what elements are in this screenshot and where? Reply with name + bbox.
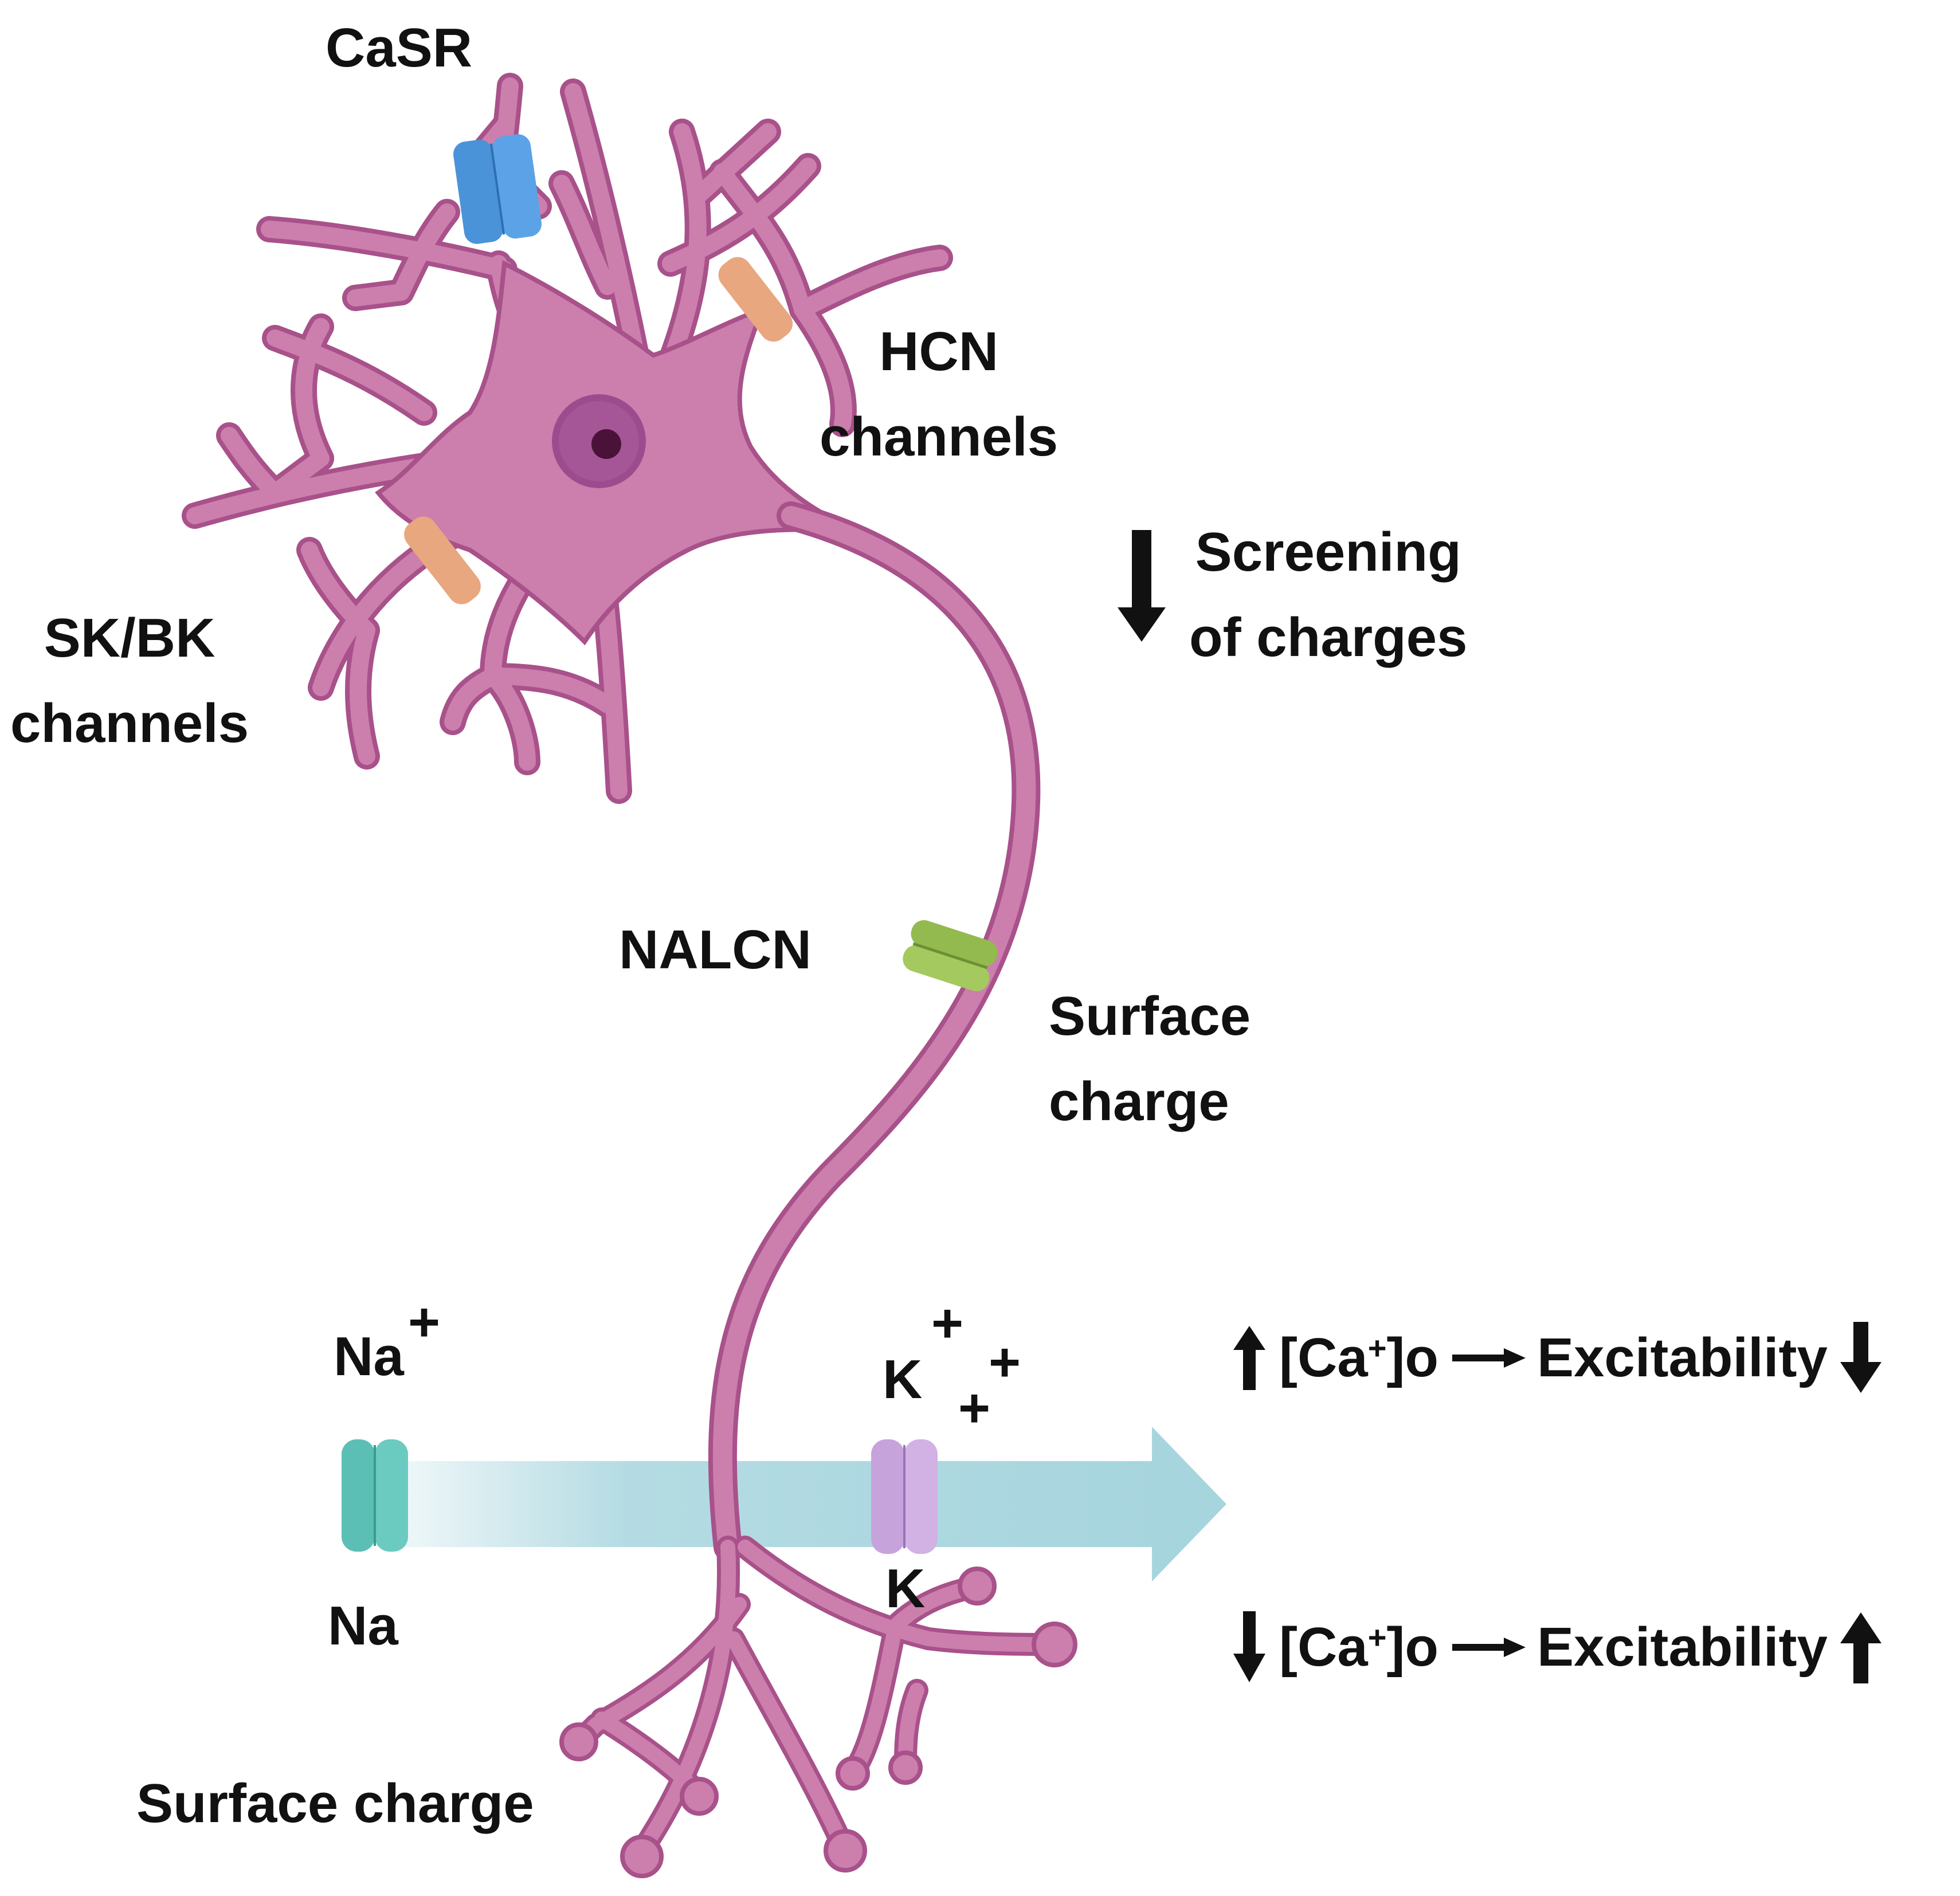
calcium-sup: + [1367, 1329, 1387, 1366]
surface-charge-bottom-label: Surface charge [136, 1773, 534, 1834]
na-top-label: Na [334, 1326, 404, 1387]
down-arrow-icon [1840, 1322, 1881, 1393]
equation-low-calcium: [Ca + ]o Excitability [1232, 1610, 1884, 1685]
na-plus-label: + [408, 1292, 441, 1353]
na-bottom-label: Na [328, 1595, 398, 1656]
nucleus [552, 394, 646, 488]
excitability-label: Excitability [1537, 1616, 1828, 1678]
screening-label: Screening of charges [1189, 521, 1468, 668]
k-channel [871, 1439, 938, 1554]
calcium-term-end: ]o [1386, 1616, 1438, 1678]
right-arrow-icon [1452, 1348, 1526, 1368]
surface-charge-mid-label: Surface charge [1049, 986, 1251, 1132]
hcn-label: HCN channels [820, 321, 1059, 468]
screening-down-arrow [1118, 530, 1166, 642]
skbk-label: SK/BK channels [10, 607, 249, 754]
k-plus-3: + [958, 1377, 991, 1439]
k-plus-2: + [989, 1332, 1021, 1393]
calcium-term-end: ]o [1386, 1327, 1438, 1388]
skbk-channel [404, 516, 481, 604]
nalcn-label: NALCN [619, 919, 812, 980]
k-bottom-label: K [885, 1558, 926, 1619]
right-arrow-icon [1452, 1638, 1526, 1657]
calcium-term: [Ca [1279, 1327, 1368, 1388]
nalcn-channel [903, 920, 998, 992]
equation-high-calcium: [Ca + ]o Excitability [1232, 1322, 1884, 1393]
k-top-label: K [883, 1349, 923, 1410]
calcium-sup: + [1367, 1619, 1387, 1655]
axon [708, 501, 1041, 1561]
ion-gradient-arrow [338, 1427, 1226, 1581]
up-arrow-icon [1233, 1326, 1265, 1390]
casr-label: CaSR [326, 17, 473, 78]
na-channel [342, 1439, 408, 1552]
up-arrow-icon [1840, 1612, 1881, 1683]
excitability-label: Excitability [1537, 1327, 1828, 1388]
axon-terminals [559, 1536, 1077, 1878]
down-arrow-icon [1233, 1611, 1265, 1682]
calcium-term: [Ca [1279, 1616, 1368, 1678]
casr-receptor [453, 134, 542, 244]
k-plus-1: + [931, 1293, 964, 1354]
hcn-channel [718, 257, 793, 342]
neuron-cell [182, 73, 953, 804]
